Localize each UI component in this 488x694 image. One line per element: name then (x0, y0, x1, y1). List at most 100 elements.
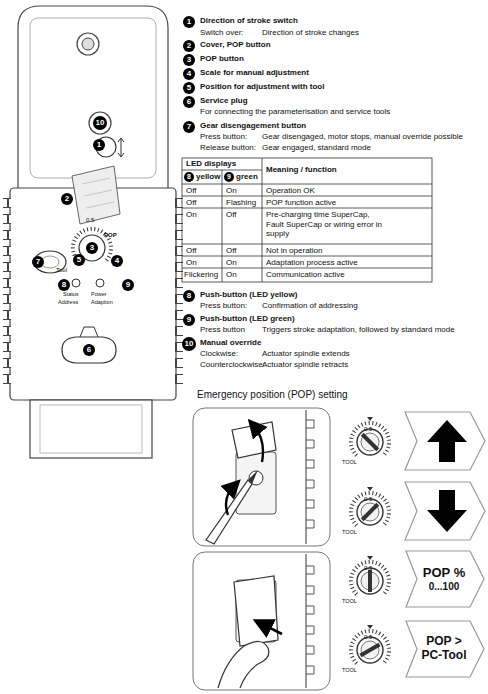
callout-number: 1 (183, 16, 195, 28)
node-text: POP % (423, 566, 465, 581)
label-text: Status (63, 291, 79, 298)
label-text: Press button: (200, 301, 247, 311)
label-text: Power (91, 291, 107, 298)
pop-dial (351, 556, 389, 594)
pop-button-small (249, 471, 263, 485)
label-text: Actuator spindle extends (262, 349, 350, 359)
cover-hatch (82, 178, 114, 208)
label-text: 0.5 (364, 496, 372, 503)
dial-slot (361, 503, 379, 521)
arrow-down (427, 490, 467, 532)
table-grid (182, 158, 432, 282)
pop-setting-box: POP >PC-Tool (405, 620, 485, 678)
callout-number: 3 (183, 54, 195, 66)
label-text: Adaption (91, 299, 113, 306)
label-text: Flashing (226, 198, 256, 208)
heading-text: green (236, 172, 258, 182)
housing-inner (30, 18, 156, 178)
label-text: TOOL (342, 529, 357, 536)
service-plug (62, 337, 116, 363)
actuator-housing (3, 6, 183, 458)
heading-text: yellow (196, 172, 220, 182)
callout-number: 6 (83, 344, 95, 356)
push-arrow (262, 624, 282, 634)
label-text: On (186, 258, 197, 268)
node-text-box: POP %0...100 (417, 550, 471, 608)
label-text: POP function active (266, 198, 336, 208)
heading-text: Manual override (200, 338, 261, 348)
callout-number: 2 (183, 40, 195, 52)
heading-text: Gear disengagement button (200, 121, 306, 131)
label-text: Emergency position (POP) setting (197, 389, 348, 401)
panel-frame (193, 408, 330, 546)
dial-settings (351, 417, 389, 663)
housing-edge (305, 410, 306, 544)
housing-bottom-inner (40, 405, 142, 453)
chevron-shape (406, 621, 484, 677)
callout-number: 3 (86, 242, 98, 254)
screwdriver (206, 480, 252, 544)
heading-text: Push-button (LED yellow) (200, 290, 297, 300)
lever-arrow (226, 486, 234, 515)
direction-chevrons (405, 412, 485, 540)
callout-number: 4 (183, 68, 195, 80)
callout-number: 7 (32, 256, 44, 268)
label-text: Off (186, 186, 197, 196)
label-text: Triggers stroke adaptation, followed by … (262, 325, 455, 335)
pop-cover (72, 166, 120, 224)
callout-number: 6 (183, 96, 195, 108)
screwdriver-tip (248, 470, 258, 484)
label-text: Adaptation process active (266, 258, 358, 268)
label-text: Confirmation of addressing (262, 301, 358, 311)
housing-top (18, 6, 168, 188)
label-text: TOOL (342, 667, 357, 674)
label-text: Pre-charging time SuperCap, Fault SuperC… (266, 210, 386, 239)
heading-text: POP button (200, 54, 244, 64)
callout-number: 8 (183, 290, 195, 302)
switch-arrows (118, 138, 124, 157)
label-text: Actuator spindle retracts (262, 360, 348, 370)
label-text: Press button: (200, 132, 247, 142)
cover (234, 576, 278, 646)
label-text: Off (226, 210, 237, 220)
heading-text: Meaning / function (266, 165, 337, 175)
callout-number: 9 (224, 172, 235, 183)
panel-frame (193, 552, 330, 690)
label-text: Tool (56, 267, 67, 274)
label-text: Off (186, 246, 197, 256)
dial-slot (368, 570, 372, 592)
dial-slot (359, 643, 380, 657)
pop-dial (351, 487, 389, 525)
label-text: On (226, 258, 237, 268)
label-text: Off (186, 198, 197, 208)
label-text: For connecting the parameterisation and … (200, 107, 390, 117)
housing-bottom (30, 400, 152, 458)
label-text: 0.5 (86, 217, 94, 224)
node-text: POP > (426, 635, 461, 649)
pop-dial (351, 417, 389, 455)
side-ridges (3, 198, 11, 390)
dial-slot (361, 433, 379, 451)
label-text: Counterclockwise: (200, 360, 265, 370)
label-text: On (226, 186, 237, 196)
callout-number: 7 (183, 121, 195, 133)
callout-number: 9 (183, 314, 195, 326)
label-text: Switch over: (200, 28, 244, 38)
spindle-nut (77, 33, 99, 55)
led-green (96, 279, 104, 287)
spindle-nut-inner (82, 38, 94, 50)
label-text: On (186, 210, 197, 220)
callout-number: 9 (122, 279, 134, 291)
callout-number: 5 (183, 82, 195, 94)
heading-text: Service plug (200, 96, 248, 106)
node-text: PC-Tool (421, 649, 466, 663)
callout-number: 8 (58, 279, 70, 291)
service-plug-tab (80, 327, 98, 337)
heading-text: POP (104, 232, 117, 239)
heading-text: Position for adjustment with tool (200, 82, 324, 92)
chevron-shape (406, 551, 484, 607)
callout-number: 10 (182, 337, 196, 351)
label-text: Gear disengaged, motor stops, manual ove… (262, 132, 463, 142)
label-text: Flickering (184, 270, 218, 280)
